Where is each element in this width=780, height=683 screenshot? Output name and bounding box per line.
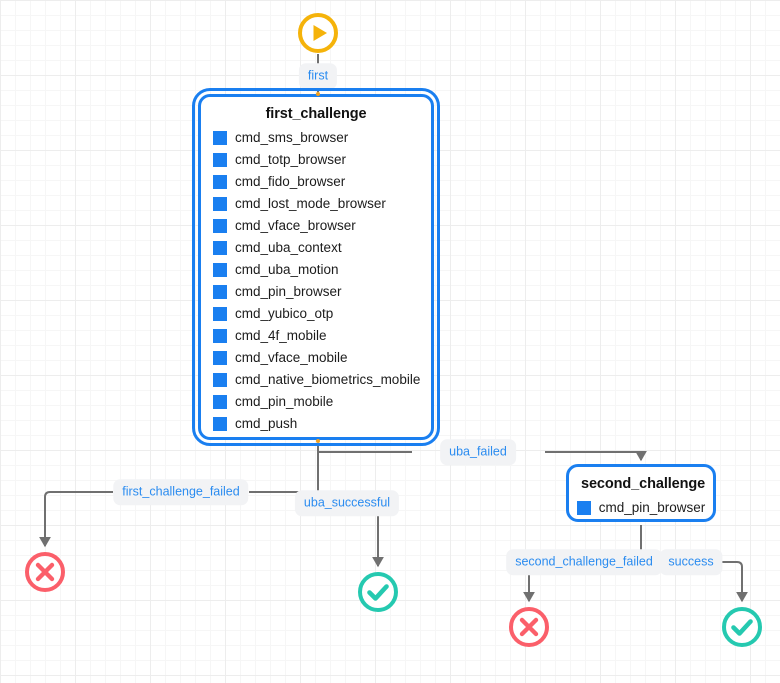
list-item[interactable]: cmd_sms_browser (213, 127, 419, 149)
check-circle-icon (722, 607, 762, 647)
command-label: cmd_vface_mobile (235, 350, 348, 366)
node-success-uba[interactable] (356, 570, 400, 614)
command-label: cmd_pin_browser (235, 284, 342, 300)
command-label: cmd_pin_mobile (235, 394, 334, 410)
edge-label-uba-failed[interactable]: uba_failed (440, 439, 516, 465)
node-fail-first-challenge[interactable] (23, 550, 67, 594)
edge-label-first[interactable]: first (298, 63, 338, 89)
command-label: cmd_uba_context (235, 240, 342, 256)
play-circle-icon (298, 13, 338, 53)
node-success-second-challenge[interactable] (720, 605, 764, 649)
list-item[interactable]: cmd_pin_mobile (213, 391, 419, 413)
edge-uba-failed-to-second-challenge (545, 450, 647, 462)
command-swatch-icon (213, 417, 227, 431)
list-item[interactable]: cmd_totp_browser (213, 149, 419, 171)
check-circle-icon (358, 572, 398, 612)
first-challenge-title: first_challenge (265, 106, 367, 122)
second-challenge-title: second_challenge (581, 476, 706, 492)
command-label: cmd_4f_mobile (235, 328, 327, 344)
command-label: cmd_yubico_otp (235, 306, 334, 322)
command-swatch-icon (576, 501, 591, 515)
list-item[interactable]: cmd_lost_mode_browser (213, 193, 419, 215)
list-item[interactable]: cmd_vface_mobile (213, 347, 419, 369)
anchor-dot-first-challenge-bottom[interactable] (316, 439, 320, 443)
node-first-challenge[interactable]: first_challenge cmd_sms_browser cmd_totp… (192, 88, 440, 446)
anchor-dot-first-challenge-top[interactable] (316, 92, 320, 96)
command-swatch-icon (213, 285, 227, 299)
command-swatch-icon (213, 395, 227, 409)
command-label: cmd_native_biometrics_mobile (235, 372, 421, 388)
edge-label-first-challenge-failed[interactable]: first_challenge_failed (113, 479, 249, 505)
list-item[interactable]: cmd_uba_motion (213, 259, 419, 281)
command-label: cmd_vface_browser (235, 218, 356, 234)
command-label: cmd_uba_motion (235, 262, 339, 278)
list-item[interactable]: cmd_pin_browser (213, 281, 419, 303)
edge-label-success[interactable]: success (659, 549, 723, 575)
edge-success-to-ok (722, 561, 748, 603)
list-item[interactable]: cmd_4f_mobile (213, 325, 419, 347)
command-label: cmd_sms_browser (235, 130, 349, 146)
list-item[interactable]: cmd_fido_browser (213, 171, 419, 193)
start-node[interactable] (297, 12, 339, 54)
command-swatch-icon (213, 131, 227, 145)
command-swatch-icon (213, 153, 227, 167)
edge-label-second-challenge-failed[interactable]: second_challenge_failed (506, 549, 662, 575)
list-item[interactable]: cmd_yubico_otp (213, 303, 419, 325)
list-item[interactable]: cmd_vface_browser (213, 215, 419, 237)
command-swatch-icon (213, 373, 227, 387)
command-label: cmd_pin_browser (598, 500, 706, 516)
command-swatch-icon (213, 175, 227, 189)
command-swatch-icon (213, 219, 227, 233)
edge-first-challenge-failed-to-fail (39, 491, 113, 548)
list-item[interactable]: cmd_push (213, 413, 419, 435)
x-circle-icon (25, 552, 65, 592)
command-swatch-icon (213, 263, 227, 277)
list-item[interactable]: cmd_native_biometrics_mobile (213, 369, 421, 391)
command-label: cmd_push (235, 416, 298, 432)
node-fail-second-challenge[interactable] (507, 605, 551, 649)
command-swatch-icon (213, 241, 227, 255)
list-item[interactable]: cmd_pin_browser (576, 497, 705, 519)
command-label: cmd_lost_mode_browser (235, 196, 386, 212)
command-swatch-icon (213, 307, 227, 321)
edge-label-uba-successful[interactable]: uba_successful (294, 490, 400, 516)
command-swatch-icon (213, 329, 227, 343)
command-swatch-icon (213, 351, 227, 365)
command-label: cmd_fido_browser (235, 174, 346, 190)
list-item[interactable]: cmd_uba_context (213, 237, 419, 259)
x-circle-icon (509, 607, 549, 647)
command-swatch-icon (213, 197, 227, 211)
node-second-challenge[interactable]: second_challenge cmd_pin_browser (566, 464, 716, 522)
command-label: cmd_totp_browser (235, 152, 347, 168)
